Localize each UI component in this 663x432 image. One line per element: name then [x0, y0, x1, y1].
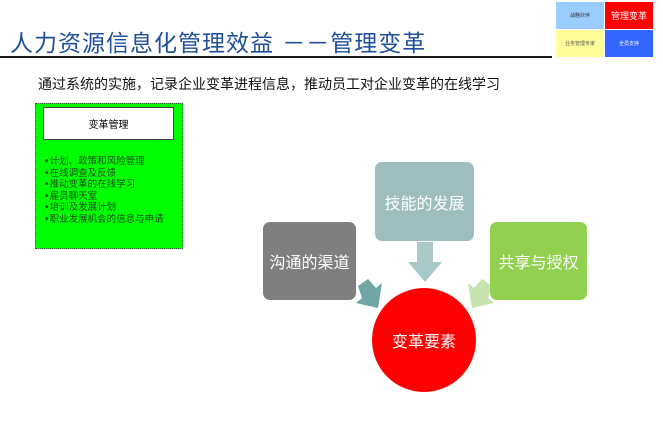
list-item: •职业发展机会的信息与申请: [44, 213, 164, 225]
list-item: •在线调查及反馈: [44, 167, 117, 179]
subtitle: 通过系统的实施，记录企业变革进程信息，推动员工对企业变革的在线学习: [38, 77, 500, 93]
node-skill-development: 技能的发展: [375, 162, 474, 241]
grid-cell-employee-support[interactable]: 全员支持: [605, 30, 653, 57]
node-sharing-authorization: 共享与授权: [490, 222, 587, 300]
arrow-down-icon: [408, 242, 442, 282]
arrow-left-icon: [356, 279, 382, 308]
list-item: •计划、政策和风险管理: [44, 156, 145, 167]
node-change-elements: 变革要素: [372, 288, 476, 392]
change-management-panel: 变革管理 •计划、政策和风险管理 •在线调查及反馈 •推动变革的在线学习 •雇员…: [35, 103, 183, 249]
nav-grid: 战略伙伴 管理变革 业务管理专家 全员支持: [556, 2, 653, 57]
list-item: •雇员聊天室: [44, 190, 98, 202]
list-item: •推动变革的在线学习: [44, 179, 136, 190]
grid-cell-change-management[interactable]: 管理变革: [605, 2, 653, 29]
panel-list: •计划、政策和风险管理 •在线调查及反馈 •推动变革的在线学习 •雇员聊天室 •…: [44, 156, 164, 225]
node-communication-channel: 沟通的渠道: [263, 222, 356, 300]
arrow-right-icon: [468, 279, 494, 308]
title-divider: [0, 56, 552, 58]
grid-cell-strategic-partner[interactable]: 战略伙伴: [556, 2, 604, 29]
list-item: •培训及发展计划: [44, 202, 117, 213]
panel-title: 变革管理: [43, 107, 174, 140]
grid-cell-business-expert[interactable]: 业务管理专家: [556, 30, 604, 57]
page-title: 人力资源信息化管理效益 －－管理变革: [10, 31, 427, 57]
